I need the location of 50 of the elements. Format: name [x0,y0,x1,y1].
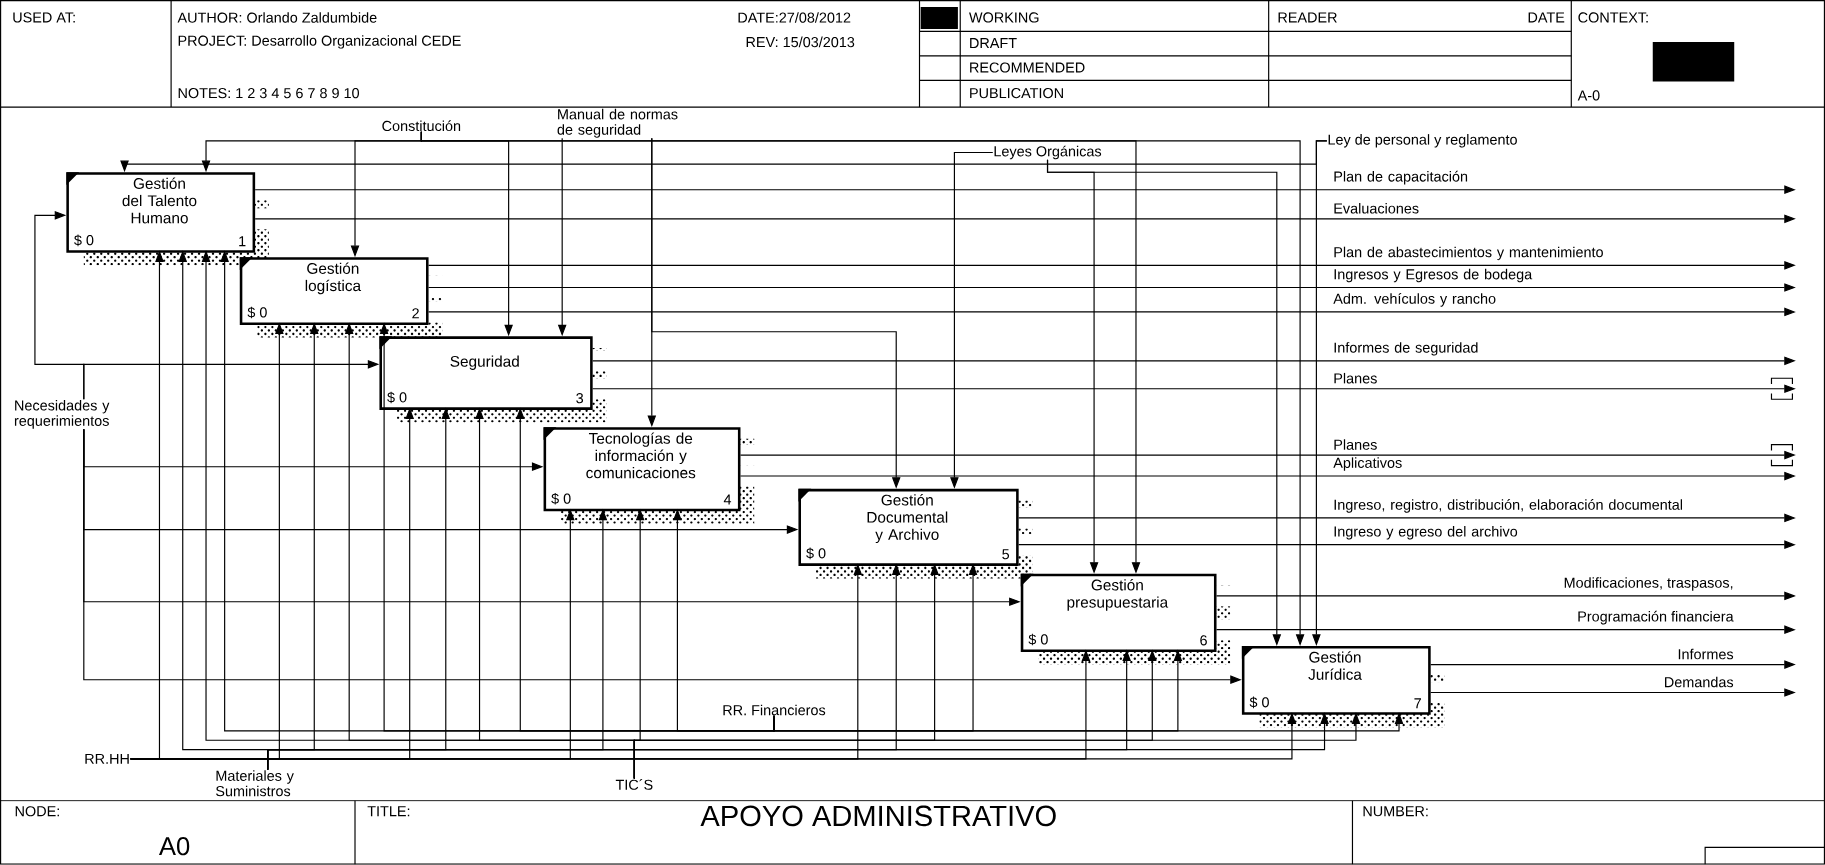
arrow-label: Ingreso, registro, distribución, elaboración documental [1334,499,1682,513]
node-number: A0 [158,837,190,856]
arrow-label: Necesidades y requerimientos [14,400,110,429]
form-label: REV: 15/03/2013 [746,36,855,48]
form-label: READER [1278,12,1337,23]
arrow-label: Planes [1334,373,1377,384]
arrow-label: Informes de seguridad [1334,342,1478,356]
form-label: PROJECT: Desarrollo Organizacional CEDE [178,35,461,49]
form-label: WORKING [969,12,1039,23]
form-label: DATE:27/08/2012 [738,12,851,23]
form-label: RECOMMENDED [970,62,1085,73]
form-label: NODE: [15,806,59,817]
activity-box: Gestión logística $ 0 2 [239,255,444,326]
arrow-label: Adm. vehículos y rancho [1333,293,1496,307]
activity-box: Seguridad $ 0 3 [379,336,608,411]
activity-box: Gestión del Talento Humano $ 0 1 [66,172,271,253]
activity-box: Gestión presupuestaria $ 0 6 [1020,573,1232,653]
activity-box: Gestión Documental y Archivo $ 0 5 [798,488,1034,566]
arrow-label: TIC´S [615,779,653,790]
activity-box: Tecnologías de información y comunicaciones $ 0 4 [543,427,756,512]
arrow-label: Constitución [382,120,461,132]
form-label: AUTHOR: Orlando Zaldumbide [177,12,377,23]
form-label: CONTEXT: [1578,12,1648,23]
arrow-label: Ingresos y Egresos de bodega [1334,268,1533,283]
arrow-label: Programación financiera [1578,610,1734,625]
activity-box: Gestión Jurídica $ 0 7 [1241,646,1446,715]
form-label: DRAFT [970,38,1017,49]
form-label: PUBLICATION [970,88,1063,99]
arrow-label: Materiales y Suministros [216,770,294,797]
arrow-label: Ingreso y egreso del archivo [1334,526,1518,540]
arrow-label: RR. Financieros [723,704,826,716]
arrow-label: Ley de personal y reglamento [1328,134,1517,148]
arrow-label: Plan de abastecimientos y mantenimiento [1334,246,1603,261]
form-label: USED AT: [13,12,75,23]
arrow-label: Demandas [1665,676,1734,688]
diagram-title: APOYO ADMINISTRATIVO [700,805,1056,827]
arrow-label: Leyes Orgánicas [994,145,1102,160]
form-label: TITLE: [367,806,410,817]
arrow-label: Planes [1334,439,1377,450]
form-label: NUMBER: [1363,806,1428,817]
arrow-label: Manual de normas de seguridad [557,108,678,138]
arrow-label: Evaluaciones [1334,203,1419,214]
arrow-label: Informes [1678,648,1734,660]
arrow-label: RR.HH [85,754,129,764]
form-label: A-0 [1577,90,1600,101]
form-label: NOTES: 1 2 3 4 5 6 7 8 9 10 [178,88,359,99]
form-label: DATE [1528,12,1565,23]
arrow-label: Modificaciones, traspasos, [1564,577,1733,591]
arrow-label: Aplicativos [1333,457,1402,471]
arrow-label: Plan de capacitación [1334,170,1468,185]
